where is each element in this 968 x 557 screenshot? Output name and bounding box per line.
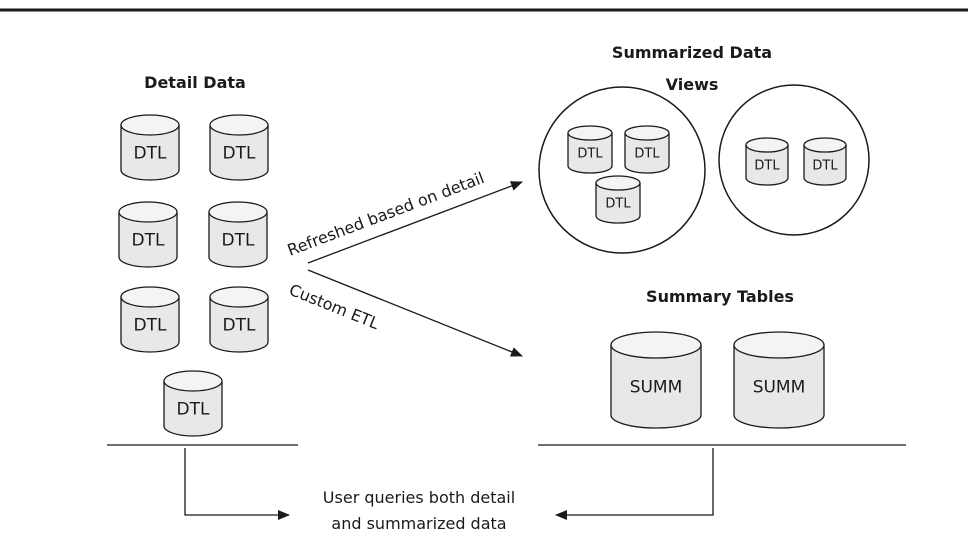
cylinder-body [610,345,702,429]
cylinder-label: DTL [605,197,631,212]
detail-cylinder: DTL [118,201,178,268]
view-cylinder: DTL [624,125,670,174]
view-cylinder: DTL [595,175,641,224]
summary-cylinder: SUMM [733,331,825,429]
cylinder-top [624,125,670,141]
cylinder-label: SUMM [753,377,806,397]
cylinder-top [120,286,180,308]
view-circle-right [718,84,870,236]
cylinder-body [118,212,178,268]
cylinder-body [624,133,670,174]
cylinder-label: DTL [223,315,256,335]
summary-tables-title: Summary Tables [646,287,794,306]
cylinder-label: DTL [177,399,210,419]
summary-cylinders: SUMM SUMM [610,331,825,429]
cylinder-label: DTL [223,143,256,163]
cylinder-body [163,381,223,437]
cylinder-body [567,133,613,174]
detail-cylinder: DTL [209,286,269,353]
cylinder-top [610,331,702,359]
cylinder-top [163,370,223,392]
view-right-cylinders: DTL DTL [745,137,847,186]
cylinder-body [209,125,269,181]
cylinder-body [595,183,641,224]
cylinder-body [209,297,269,353]
cylinder-top [209,114,269,136]
detail-query-arrow [184,448,290,520]
cylinder-body [120,125,180,181]
view-cylinder: DTL [567,125,613,174]
cylinder-label: DTL [134,315,167,335]
cylinder-label: DTL [577,147,603,162]
user-queries-line2: and summarized data [331,514,506,533]
cylinder-label: DTL [132,230,165,250]
cylinder-label: DTL [754,159,780,174]
views-title: Views [666,75,719,94]
cylinder-top [595,175,641,191]
detail-data-title: Detail Data [144,73,246,92]
detail-cylinder: DTL [120,286,180,353]
cylinder-label: DTL [222,230,255,250]
cylinder-body [120,297,180,353]
summarized-data-title: Summarized Data [612,43,772,62]
cylinder-body [803,145,847,186]
detail-cylinder: DTL [209,114,269,181]
refreshed-label: Refreshed based on detail [285,168,487,260]
summary-cylinder: SUMM [610,331,702,429]
cylinder-label: SUMM [630,377,683,397]
view-cylinder: DTL [745,137,789,186]
cylinder-top [745,137,789,153]
user-queries-line1: User queries both detail [323,488,515,507]
cylinder-top [567,125,613,141]
cylinder-top [118,201,178,223]
cylinder-top [803,137,847,153]
summary-query-arrow [555,448,714,520]
view-left-cylinders: DTL DTL DTL [567,125,670,224]
detail-cylinder: DTL [208,201,268,268]
view-circle-left [538,86,706,254]
cylinder-body [733,345,825,429]
cylinder-label: DTL [812,159,838,174]
detail-cylinders: DTL DTL DTL DTL DTL DTL DTL [118,114,269,437]
cylinder-body [745,145,789,186]
cylinder-top [733,331,825,359]
cylinder-top [209,286,269,308]
detail-cylinder: DTL [120,114,180,181]
cylinder-label: DTL [634,147,660,162]
refresh-arrow [307,181,523,264]
custom-etl-label: Custom ETL [287,280,382,333]
detail-cylinder: DTL [163,370,223,437]
custom-etl-arrow [307,269,523,357]
view-cylinder: DTL [803,137,847,186]
cylinder-top [120,114,180,136]
cylinder-top [208,201,268,223]
cylinder-body [208,212,268,268]
cylinder-label: DTL [134,143,167,163]
